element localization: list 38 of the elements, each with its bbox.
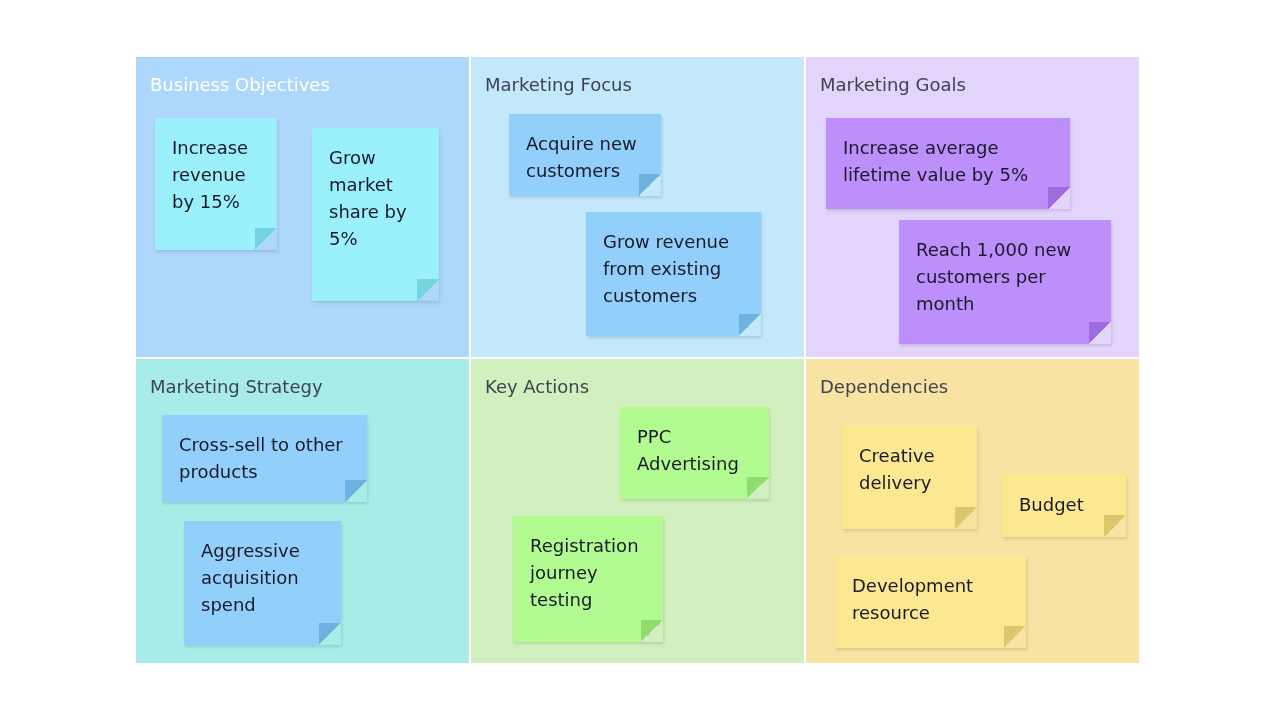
panel-heading: Key Actions bbox=[485, 376, 590, 397]
note-text: Registration journey testing bbox=[530, 534, 640, 612]
sticky-note bbox=[842, 426, 977, 529]
board-panel bbox=[136, 57, 469, 357]
sticky-note bbox=[620, 407, 769, 499]
panel-heading: Marketing Strategy bbox=[150, 376, 323, 397]
note-text: Creative delivery bbox=[859, 444, 936, 495]
note-text: Cross-sell to other products bbox=[179, 433, 344, 484]
note-text: Reach 1,000 new customers per month bbox=[916, 238, 1073, 316]
board-panel bbox=[471, 57, 804, 357]
sticky-note bbox=[1002, 475, 1126, 537]
sticky-note bbox=[586, 212, 761, 336]
note-text: Grow market share by 5% bbox=[329, 146, 408, 251]
board-panel bbox=[806, 359, 1139, 663]
note-text: PPC Advertising bbox=[637, 425, 740, 476]
board-panel bbox=[806, 57, 1139, 357]
sticky-note bbox=[899, 220, 1111, 344]
note-text: Aggressive acquisition spend bbox=[201, 539, 301, 617]
note-text: Budget bbox=[1019, 493, 1085, 517]
board-panel bbox=[136, 359, 469, 663]
note-text: Increase revenue by 15% bbox=[172, 136, 250, 214]
panel-heading: Business Objectives bbox=[150, 74, 330, 95]
sticky-note bbox=[826, 118, 1070, 209]
note-text: Grow revenue from existing customers bbox=[603, 230, 731, 308]
panel-heading: Marketing Focus bbox=[485, 74, 632, 95]
note-text: Acquire new customers bbox=[526, 132, 638, 183]
panel-heading: Dependencies bbox=[820, 376, 949, 397]
sticky-note bbox=[509, 114, 661, 196]
note-text: Development resource bbox=[852, 574, 975, 625]
sticky-note bbox=[184, 521, 341, 645]
sticky-note bbox=[162, 415, 367, 502]
note-text: Increase average lifetime value by 5% bbox=[843, 136, 1030, 187]
sticky-note bbox=[835, 556, 1026, 648]
board-panel bbox=[471, 359, 804, 663]
sticky-note bbox=[513, 516, 663, 642]
sticky-note bbox=[312, 128, 439, 301]
sticky-note bbox=[155, 118, 277, 250]
panel-heading: Marketing Goals bbox=[820, 74, 966, 95]
